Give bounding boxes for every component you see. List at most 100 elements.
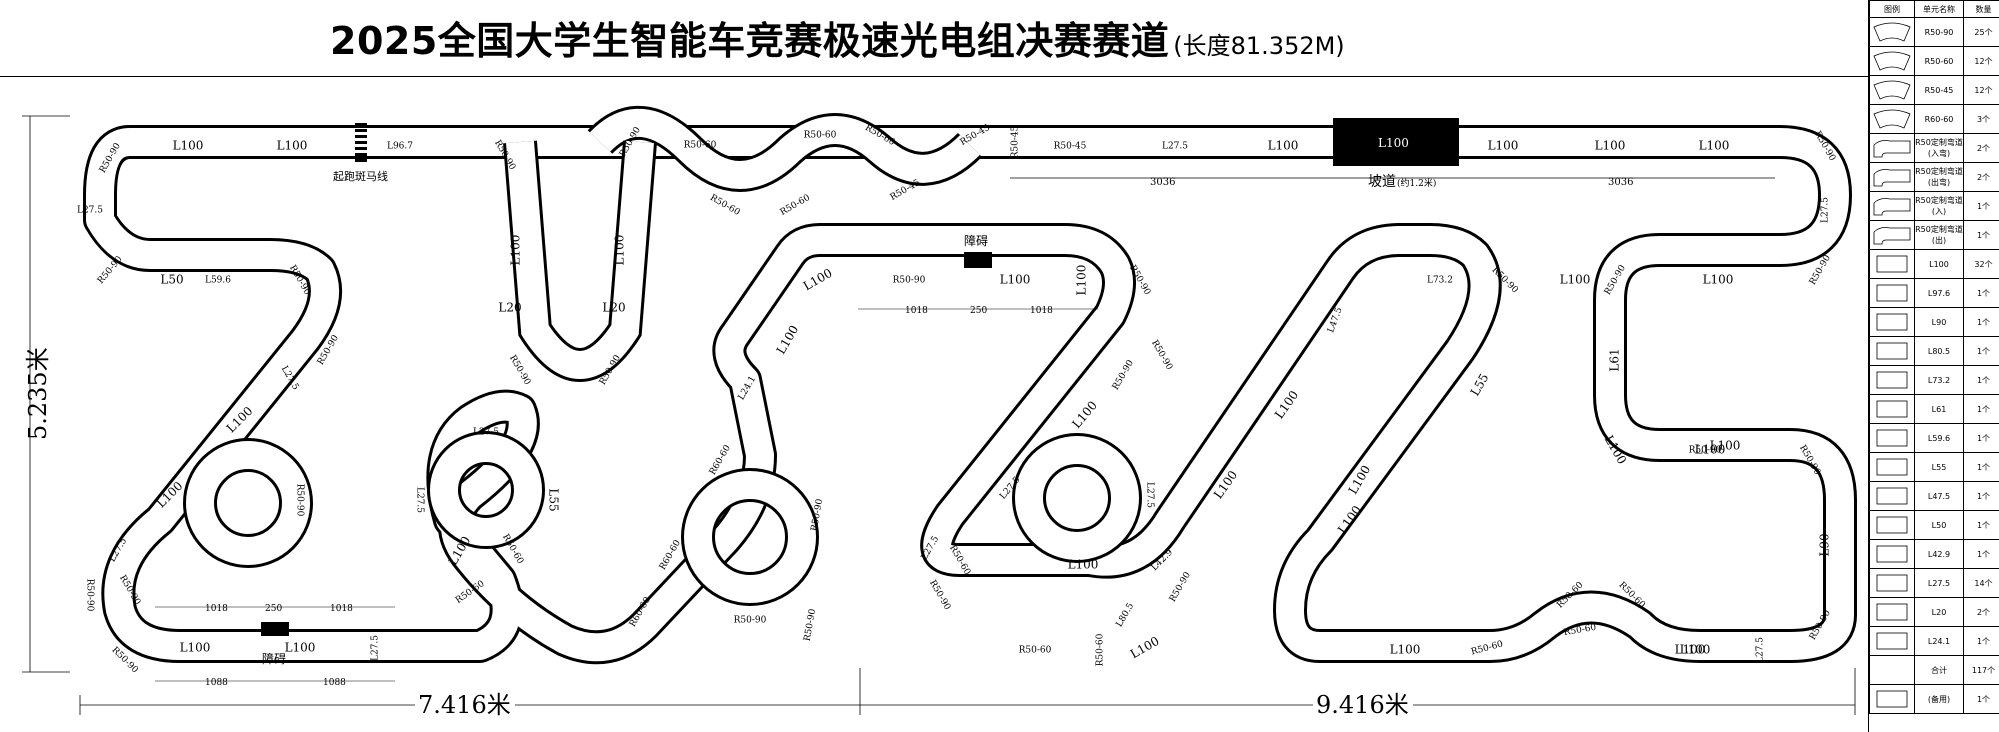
track-segment-label: R50-60 (1019, 646, 1052, 656)
track-segment-label: L100 (1390, 643, 1421, 657)
obstacle-top (964, 252, 992, 268)
straight-100-icon (1869, 249, 1915, 279)
arc-45-icon (1869, 75, 1915, 105)
arc-r60-icon (1869, 104, 1915, 134)
height-dim-label: 5.235米 (24, 347, 52, 440)
straight-20-icon (1869, 597, 1915, 627)
legend-unit-name: L100 (1914, 249, 1964, 279)
diagram-title: 2025全国大学生智能车竞赛极速光电组决赛赛道 (长度81.352M) (330, 10, 1400, 68)
track-layout: L100 起跑斑马线 障碍 障碍 3036 3036 坡道 (约1.2米) 10… (22, 105, 1857, 720)
curve-custom-c-icon (1869, 191, 1915, 221)
curve-custom-b-icon (1869, 162, 1915, 192)
legend-unit-qty: 1个 (1963, 684, 1999, 714)
track-segment-label: L96.7 (387, 142, 413, 152)
legend-icon-empty (1869, 655, 1915, 685)
loop-center (681, 468, 819, 606)
obstacle-bot-gap-left: 1018 (205, 604, 228, 614)
track-segment-label: L50 (160, 273, 183, 287)
straight-61-icon (1869, 394, 1915, 424)
legend-unit-qty: 1个 (1963, 510, 1999, 540)
track-segment-label: R50-90 (1149, 339, 1174, 373)
arc-60-icon (1869, 46, 1915, 76)
legend-unit-qty: 1个 (1963, 220, 1999, 250)
legend-row: (备用)1个 (1869, 684, 1999, 714)
legend-unit-name: L61 (1914, 394, 1964, 424)
legend-unit-name: R50定制弯道(入弯) (1914, 133, 1964, 163)
track-segment-label: R50-90 (893, 276, 926, 286)
title-subtitle: (长度81.352M) (1173, 32, 1345, 60)
straight-55-icon (1869, 452, 1915, 482)
ramp-label: 坡道 (1368, 174, 1396, 190)
legend-unit-name: L97.6 (1914, 278, 1964, 308)
track-segment-label: R50-90 (927, 579, 952, 613)
legend-unit-name: L24.1 (1914, 626, 1964, 656)
track-segment-label: L100 (285, 641, 316, 655)
legend-unit-qty: 12个 (1963, 75, 1999, 105)
width-left-bg (415, 690, 515, 720)
track-segment-label: L100 (180, 641, 211, 655)
obstacle-bot-gap-right: 1018 (330, 604, 353, 614)
obstacle-top-gap-right: 1018 (1030, 306, 1053, 316)
track-segment-label: L100 (1560, 273, 1591, 287)
track-segment-label: R50-60 (1096, 633, 1106, 666)
legend-unit-qty: 2个 (1963, 597, 1999, 627)
track-segment-label: R50-45 (1054, 142, 1087, 152)
track-segment-label: L100 (613, 235, 627, 266)
straight-97-icon (1869, 278, 1915, 308)
straight-59-icon (1869, 423, 1915, 453)
legend-unit-name: L50 (1914, 510, 1964, 540)
straight-90-icon (1869, 307, 1915, 337)
track-segment-label: L20 (602, 301, 625, 315)
track-segment-label: L100 (801, 266, 835, 294)
legend-unit-name: R50-90 (1914, 17, 1964, 47)
width-left-label: 7.416米 (418, 691, 511, 719)
legend-unit-name: L20 (1914, 597, 1964, 627)
track-segment-label: R50-90 (803, 608, 819, 642)
legend-unit-qty: 1个 (1963, 481, 1999, 511)
straight-42-icon (1869, 539, 1915, 569)
obstacle-top-gap-left: 1018 (905, 306, 928, 316)
straight-spare-icon (1869, 684, 1915, 714)
bottom-gap-right: 1088 (323, 678, 346, 688)
track-segment-label: L100 (1710, 439, 1741, 453)
track-segment-label: L100 (1675, 643, 1706, 657)
obstacle-bot-width: 250 (265, 604, 282, 614)
legend-unit-qty: 2个 (1963, 162, 1999, 192)
title-divider (0, 76, 1868, 77)
bottom-gap-left: 1088 (205, 678, 228, 688)
legend-unit-name: R50定制弯道(出弯) (1914, 162, 1964, 192)
track-segment-label: L100 (1488, 139, 1519, 153)
track-segment-label: L27.5 (77, 206, 103, 216)
track-segment-label: L100 (1695, 443, 1726, 457)
legend-unit-qty: 117个 (1963, 655, 1999, 685)
legend-unit-name: L59.6 (1914, 423, 1964, 453)
start-line-label: 起跑斑马线 (333, 169, 388, 183)
legend-unit-qty: 1个 (1963, 626, 1999, 656)
track-segment-label: R50-60 (708, 193, 742, 218)
wave-section (587, 105, 983, 192)
track-segment-label: L100 (1703, 273, 1734, 287)
track-segment-label: L100 (1075, 265, 1089, 296)
legend-unit-name: L47.5 (1914, 481, 1964, 511)
ramp-note: (约1.2米) (1397, 177, 1436, 189)
track-segment-label: R50-60 (779, 193, 813, 218)
legend-unit-name: R50定制弯道(出) (1914, 220, 1964, 250)
track-segment-label: L73.2 (1427, 276, 1453, 286)
legend-row: R50定制弯道(入弯)2个 (1869, 133, 1999, 163)
track-segment-label: L27.5 (473, 428, 499, 438)
legend-unit-qty: 32个 (1963, 249, 1999, 279)
straight-80-icon (1869, 336, 1915, 366)
legend-unit-name: (备用) (1914, 684, 1964, 714)
track-segment-label: R50-90 (810, 498, 826, 532)
track-segment-label: L100 (774, 323, 802, 357)
ramp-block (1333, 118, 1459, 166)
arc-90-icon (1869, 17, 1915, 47)
track-segment-label: L80.5 (1115, 601, 1137, 629)
